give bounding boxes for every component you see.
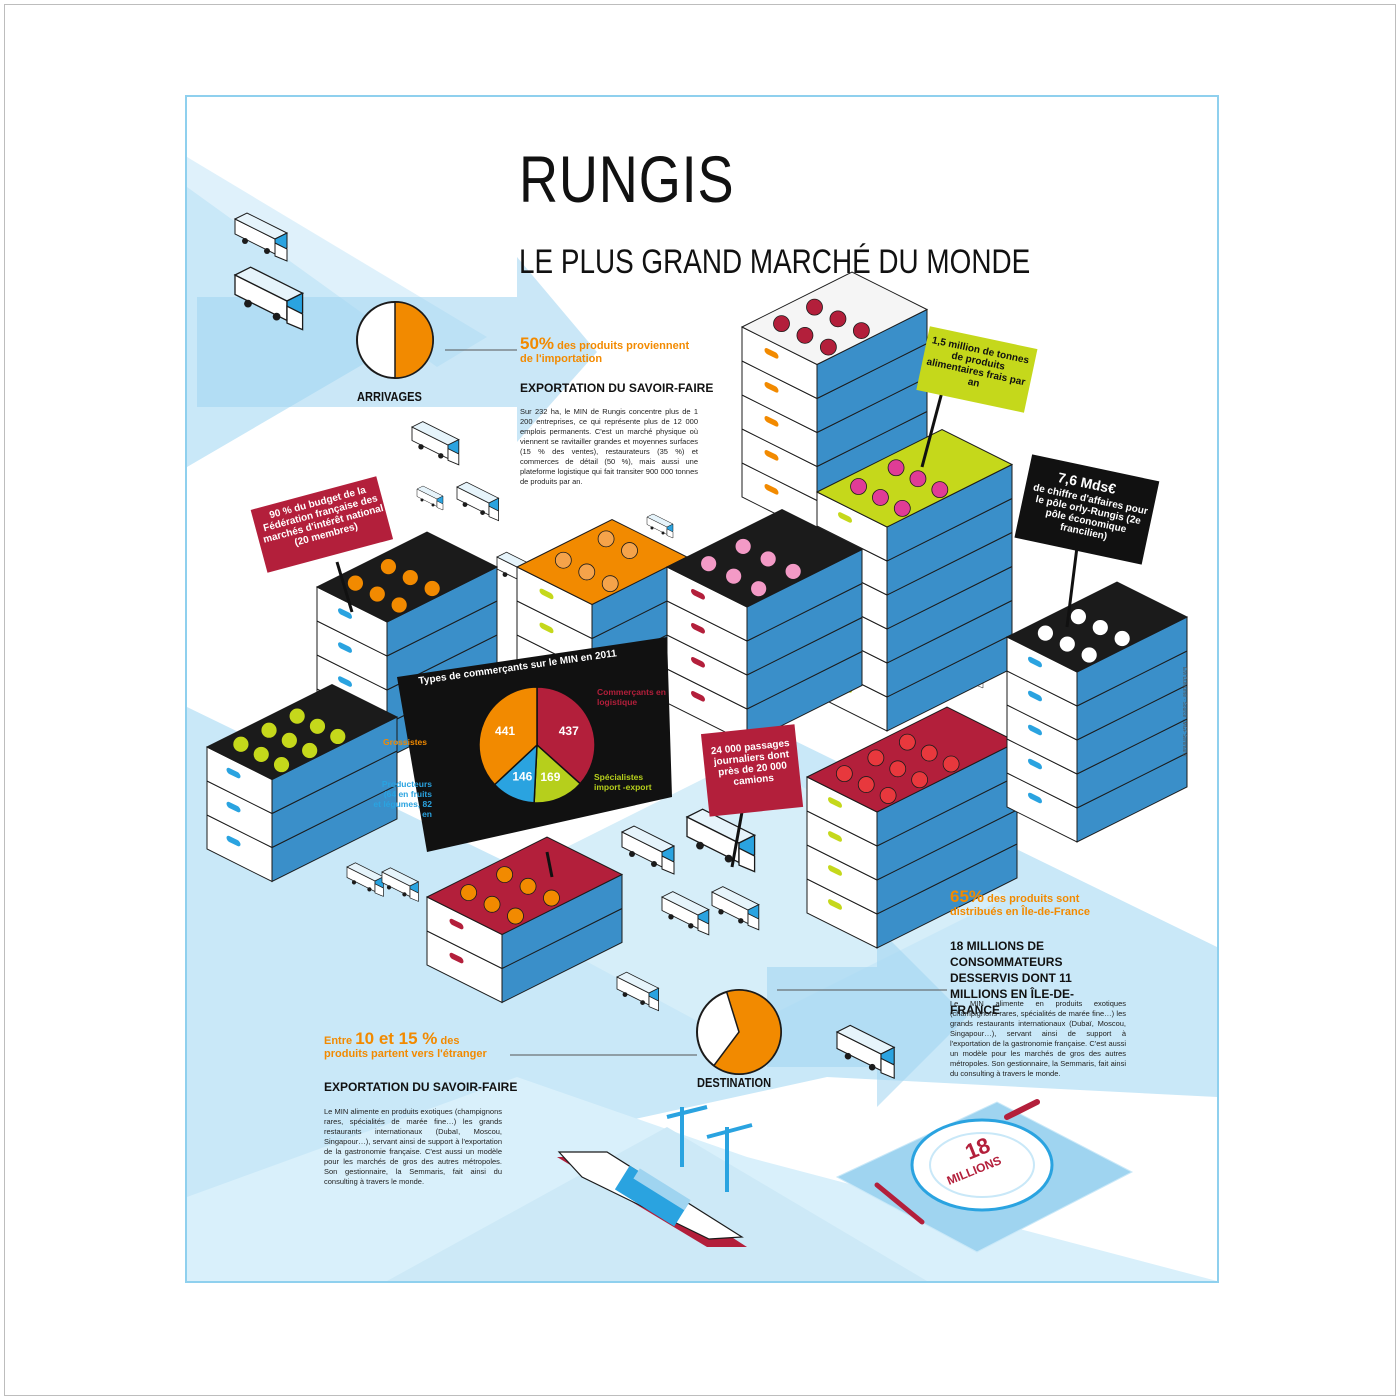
pie-value-label: 146 <box>512 770 532 784</box>
export-body: Le MIN alimente en produits exotiques (c… <box>324 1107 502 1186</box>
export-lead-pre: Entre <box>324 1035 353 1047</box>
truck-icon <box>646 513 674 539</box>
crate-stack <box>425 836 624 1004</box>
passages-sign-board <box>700 724 804 817</box>
destination-label: DESTINATION <box>697 1075 772 1090</box>
cargo-ship <box>557 1151 747 1247</box>
fork-icon <box>874 1182 925 1225</box>
pie-value-label: 169 <box>540 770 560 784</box>
truck-icon <box>660 891 710 936</box>
truck-icon <box>616 971 660 1012</box>
port-cranes <box>666 1105 753 1192</box>
pie-legend-label: Grossistes <box>383 737 427 747</box>
crate-stack <box>665 508 864 744</box>
destination-arrow <box>767 927 967 1107</box>
arrivals-lead-text: des produits proviennent de l'importatio… <box>520 340 690 365</box>
arrivals-label: ARRIVAGES <box>357 389 422 404</box>
truck-icon <box>456 481 500 522</box>
plate <box>910 1118 1054 1212</box>
revenue-sign-post <box>1065 546 1079 628</box>
chart-sign-post <box>545 851 554 878</box>
export-lead: Entre 10 et 15 % des produits partent ve… <box>324 1029 504 1061</box>
pie-slice <box>478 686 538 786</box>
tonnes-sign-post <box>920 391 944 468</box>
crate-stacks <box>205 271 1189 1004</box>
crate-stack <box>815 428 1014 732</box>
export-lead-value: 10 et 15 % <box>355 1029 438 1048</box>
destination-lead: 65% des produits sont distribués en Île-… <box>950 887 1110 919</box>
crate-stack <box>805 706 1019 949</box>
destination-body: Le MIN alimente en produits exotiques (c… <box>950 999 1126 1078</box>
pie-value-label: 437 <box>559 724 579 738</box>
crate-stack <box>1005 581 1189 843</box>
knife-icon <box>1004 1099 1040 1120</box>
plate-rim <box>929 1132 1035 1198</box>
arrivals-lead: 50% des produits proviennent de l'import… <box>520 334 690 366</box>
arrivals-heading: EXPORTATION DU SAVOIR-FAIRE <box>520 381 714 395</box>
truck-icon <box>835 1024 896 1080</box>
page-title: RUNGIS <box>519 142 735 216</box>
arrivals-lead-value: 50% <box>520 334 555 353</box>
revenue-sign-board <box>1014 454 1160 565</box>
arrivals-pie <box>356 301 434 379</box>
truck-icon <box>233 212 289 262</box>
pie-value-label: 441 <box>495 724 515 738</box>
illustration: Types de commerçants sur le MIN en 20114… <box>187 157 1217 1281</box>
destination-lead-value: 65% <box>950 887 985 906</box>
destination-heading: 18 MILLIONS DE CONSOMMATEURS DESSERVIS D… <box>950 939 1074 1017</box>
truck-icon <box>710 886 760 931</box>
tonnes-sign-board <box>916 326 1038 413</box>
trucks <box>233 212 984 1080</box>
passages-sign-text: 24 000 passages journaliers dont près de… <box>710 737 791 789</box>
pie-slice <box>533 743 582 804</box>
federation-sign-board <box>250 476 394 573</box>
truck-icon <box>620 825 676 875</box>
pie-slice <box>536 686 596 785</box>
page-frame <box>4 4 1396 1396</box>
truck-icon <box>410 421 460 466</box>
arrivals-body: Sur 232 ha, le MIN de Rungis concentre p… <box>520 407 698 486</box>
destination-lead-text: des produits sont distribués en Île-de-F… <box>950 893 1090 918</box>
federation-sign-post <box>335 561 354 613</box>
export-heading: EXPORTATION DU SAVOIR-FAIRE <box>324 1080 518 1094</box>
truck-icon <box>233 266 305 331</box>
destination-pie <box>696 989 782 1075</box>
truck-icon <box>346 862 385 897</box>
export-lead-text: des produits partent vers l'étranger <box>324 1035 487 1060</box>
truck-icon <box>381 867 420 902</box>
page-subtitle: LE PLUS GRAND MARCHÉ DU MONDE <box>519 243 1031 281</box>
credit: Elvi Dufourné · Source : MGF Semmaris <box>1181 667 1187 757</box>
truck-icon <box>416 485 444 511</box>
passages-sign-post <box>730 811 744 868</box>
crate-stack <box>205 683 399 883</box>
